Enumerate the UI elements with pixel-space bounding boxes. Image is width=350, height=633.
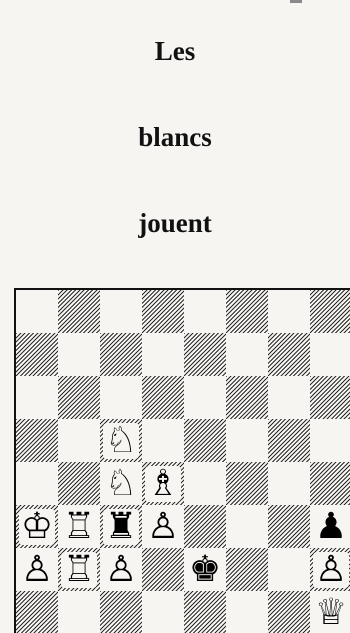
square-c8[interactable] <box>100 290 142 333</box>
square-e6[interactable] <box>184 376 226 419</box>
square-a7[interactable] <box>16 333 58 376</box>
black-rook-icon[interactable]: ♜ <box>103 509 139 545</box>
square-b8[interactable] <box>58 290 100 333</box>
square-b7[interactable] <box>58 333 100 376</box>
square-d5[interactable] <box>142 419 184 462</box>
square-g2[interactable] <box>268 548 310 591</box>
caption-word-les: Les <box>0 36 350 67</box>
white-pawn-icon[interactable]: ♙ <box>19 552 55 588</box>
white-knight-icon[interactable]: ♘ <box>103 466 139 502</box>
square-c1[interactable] <box>100 591 142 633</box>
square-d3[interactable]: ♙ <box>142 505 184 548</box>
square-d2[interactable] <box>142 548 184 591</box>
white-rook-icon[interactable]: ♖ <box>61 552 97 588</box>
square-b2[interactable]: ♖ <box>58 548 100 591</box>
square-h8[interactable] <box>310 290 350 333</box>
caption-word-jouent: jouent <box>0 208 350 239</box>
square-e5[interactable] <box>184 419 226 462</box>
square-h3[interactable]: ♟ <box>310 505 350 548</box>
square-h4[interactable] <box>310 462 350 505</box>
square-b3[interactable]: ♖ <box>58 505 100 548</box>
white-knight-icon[interactable]: ♘ <box>103 423 139 459</box>
square-f5[interactable] <box>226 419 268 462</box>
square-c7[interactable] <box>100 333 142 376</box>
square-h6[interactable] <box>310 376 350 419</box>
square-d6[interactable] <box>142 376 184 419</box>
white-bishop-icon[interactable]: ♗ <box>145 466 181 502</box>
square-b6[interactable] <box>58 376 100 419</box>
square-h7[interactable] <box>310 333 350 376</box>
square-g6[interactable] <box>268 376 310 419</box>
square-d8[interactable] <box>142 290 184 333</box>
black-king-icon[interactable]: ♚ <box>187 552 223 588</box>
square-a8[interactable] <box>16 290 58 333</box>
square-e1[interactable] <box>184 591 226 633</box>
square-b4[interactable] <box>58 462 100 505</box>
white-queen-icon[interactable]: ♕ <box>313 595 349 631</box>
white-pawn-icon[interactable]: ♙ <box>313 552 349 588</box>
square-e4[interactable] <box>184 462 226 505</box>
white-pawn-icon[interactable]: ♙ <box>145 509 181 545</box>
square-g5[interactable] <box>268 419 310 462</box>
black-pawn-icon[interactable]: ♟ <box>313 509 349 545</box>
square-f3[interactable] <box>226 505 268 548</box>
white-king-icon[interactable]: ♔ <box>19 509 55 545</box>
square-f1[interactable] <box>226 591 268 633</box>
square-g7[interactable] <box>268 333 310 376</box>
scan-speck <box>290 0 302 3</box>
square-g4[interactable] <box>268 462 310 505</box>
square-c4[interactable]: ♘ <box>100 462 142 505</box>
square-f2[interactable] <box>226 548 268 591</box>
square-f8[interactable] <box>226 290 268 333</box>
square-d7[interactable] <box>142 333 184 376</box>
square-d4[interactable]: ♗ <box>142 462 184 505</box>
square-a4[interactable] <box>16 462 58 505</box>
square-h1[interactable]: ♕ <box>310 591 350 633</box>
white-rook-icon[interactable]: ♖ <box>61 509 97 545</box>
chess-board: ♘♘♗♔♖♜♙♟♙♖♙♚♙♕ <box>14 288 350 633</box>
square-h2[interactable]: ♙ <box>310 548 350 591</box>
square-g3[interactable] <box>268 505 310 548</box>
square-e7[interactable] <box>184 333 226 376</box>
square-g8[interactable] <box>268 290 310 333</box>
square-a2[interactable]: ♙ <box>16 548 58 591</box>
square-c6[interactable] <box>100 376 142 419</box>
square-b1[interactable] <box>58 591 100 633</box>
square-a5[interactable] <box>16 419 58 462</box>
square-c2[interactable]: ♙ <box>100 548 142 591</box>
square-f4[interactable] <box>226 462 268 505</box>
white-pawn-icon[interactable]: ♙ <box>103 552 139 588</box>
square-d1[interactable] <box>142 591 184 633</box>
square-c3[interactable]: ♜ <box>100 505 142 548</box>
square-a1[interactable] <box>16 591 58 633</box>
square-c5[interactable]: ♘ <box>100 419 142 462</box>
square-f6[interactable] <box>226 376 268 419</box>
square-h5[interactable] <box>310 419 350 462</box>
square-e3[interactable] <box>184 505 226 548</box>
square-e8[interactable] <box>184 290 226 333</box>
square-f7[interactable] <box>226 333 268 376</box>
square-b5[interactable] <box>58 419 100 462</box>
square-e2[interactable]: ♚ <box>184 548 226 591</box>
square-a3[interactable]: ♔ <box>16 505 58 548</box>
square-g1[interactable] <box>268 591 310 633</box>
square-a6[interactable] <box>16 376 58 419</box>
caption-word-blancs: blancs <box>0 122 350 153</box>
